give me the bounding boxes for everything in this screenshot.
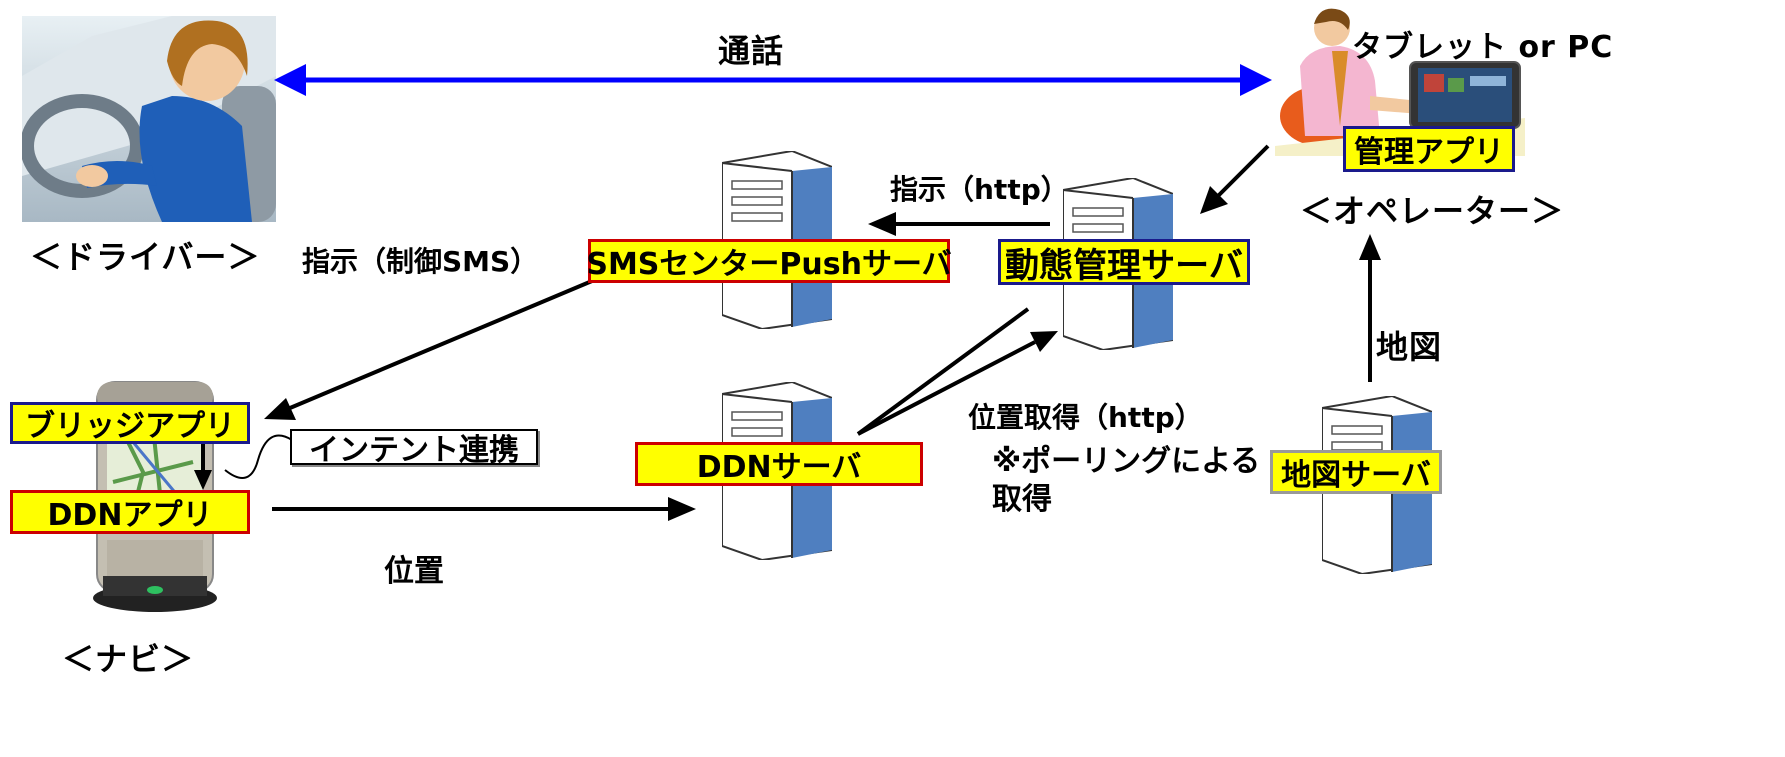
sms-to-bridge-arrow: [264, 279, 593, 420]
operator-app-box: 管理アプリ: [1343, 126, 1515, 172]
ddn-server-box: DDNサーバ: [635, 442, 923, 486]
intent-connector: [224, 434, 293, 479]
operator-caption: ＜オペレーター＞: [1300, 192, 1565, 230]
instruction-http-arrow: [868, 212, 1050, 236]
ddn-app-box: DDNアプリ: [10, 490, 250, 534]
call-label: 通話: [718, 32, 785, 70]
position-get-label-2: ※ポーリングによる: [992, 444, 1261, 479]
position-get-label-3: 取得: [992, 482, 1052, 517]
instruction-sms-label: 指示（制御SMS）: [302, 245, 539, 278]
bridge-app-box: ブリッジアプリ: [10, 402, 250, 444]
call-arrow: [274, 64, 1272, 96]
instruction-http-label: 指示（http）: [890, 173, 1069, 206]
polling-arrows: [856, 307, 1058, 436]
position-label: 位置: [384, 554, 444, 589]
intent-box: インテント連携: [290, 429, 538, 468]
operator-device-label: タブレット or PC: [1352, 30, 1614, 65]
map-arrow: [1359, 234, 1381, 382]
dynamic-server-box: 動態管理サーバ: [998, 239, 1250, 286]
map-server-box: 地図サーバ: [1270, 450, 1442, 494]
bridge-to-ddnapp-arrow: [194, 443, 212, 490]
sms-server-box: SMSセンターPushサーバ: [586, 239, 952, 283]
driver-illustration: [22, 16, 276, 222]
driver-caption: ＜ドライバー＞: [30, 238, 261, 276]
position-get-label-1: 位置取得（http）: [968, 401, 1203, 434]
map-label: 地図: [1376, 328, 1443, 366]
position-arrow: [272, 497, 696, 521]
operator-to-dynamic-arrow: [1200, 144, 1270, 214]
navi-caption: ＜ナビ＞: [62, 640, 195, 678]
